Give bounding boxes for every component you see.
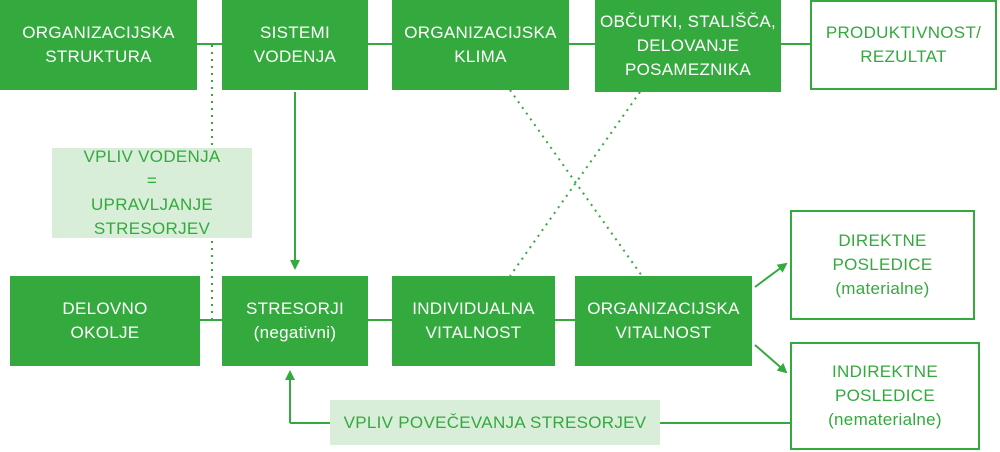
arrow-org-indirect	[754, 344, 788, 374]
box-stressor-increase: VPLIV POVEČEVANJA STRESORJEV	[330, 400, 660, 445]
box-direct-consequences: DIREKTNE POSLEDICE (materialne)	[790, 210, 975, 320]
box-management-systems: SISTEMI VODENJA	[222, 0, 368, 90]
box-leadership-influence: VPLIV VODENJA = UPRAVLJANJE STRESORJEV	[52, 147, 252, 238]
box-individual-vitality: INDIVIDUALNA VITALNOST	[392, 276, 555, 366]
box-organizational-climate: ORGANIZACIJSKA KLIMA	[392, 0, 569, 90]
arrow-org-direct	[754, 262, 788, 288]
box-feelings-attitudes: OBČUTKI, STALIŠČA, DELOVANJE POSAMEZNIKA	[595, 0, 781, 92]
dotted-link-climate-org-vitality	[509, 89, 643, 277]
box-productivity-result: PRODUKTIVNOST/ REZULTAT	[810, 0, 997, 90]
dotted-link-feelings-individual-vitality	[509, 91, 641, 277]
box-organizational-structure: ORGANIZACIJSKA STRUKTURA	[0, 0, 197, 90]
box-stressors: STRESORJI (negativni)	[222, 276, 368, 366]
box-indirect-consequences: INDIREKTNE POSLEDICE (nematerialne)	[790, 342, 980, 450]
box-organizational-vitality: ORGANIZACIJSKA VITALNOST	[575, 276, 752, 366]
box-work-environment: DELOVNO OKOLJE	[10, 276, 200, 366]
